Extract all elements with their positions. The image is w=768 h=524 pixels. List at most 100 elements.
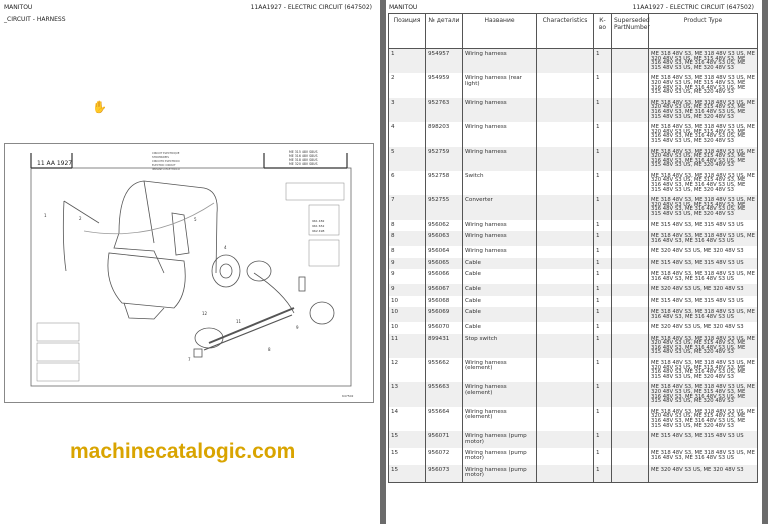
cell-name: Switch (462, 170, 537, 196)
cell-characteristics (536, 48, 594, 74)
cell-part-number: 956064 (425, 246, 463, 258)
cell-product-type: ME 318 48V S3, ME 318 48V S3 US, ME 320 … (648, 48, 758, 74)
cell-characteristics (536, 97, 594, 123)
cell-part-number: 956072 (425, 447, 463, 465)
cell-position: 8 (388, 219, 426, 232)
cell-product-type: ME 318 48V S3, ME 318 48V S3 US, ME 320 … (648, 406, 758, 432)
cell-position: 3 (388, 97, 426, 123)
col-quantity: К-во (593, 13, 612, 49)
cell-name: Wiring harness (462, 97, 537, 123)
diagram-code: 11 AA 1927 (37, 160, 72, 167)
cell-name: Cable (462, 322, 537, 334)
cell-quantity: 1 (593, 464, 612, 483)
cell-quantity: 1 (593, 170, 612, 196)
cell-position: 2 (388, 73, 426, 98)
cell-product-type: ME 318 48V S3, ME 318 48V S3 US, ME 320 … (648, 382, 758, 407)
cell-superseded (611, 122, 649, 147)
circuit-name: STROMKREIS (152, 155, 169, 159)
cell-superseded (611, 269, 649, 285)
cell-characteristics (536, 447, 594, 465)
cell-name: Wiring harness (element) (462, 406, 537, 432)
cell-quantity: 1 (593, 195, 612, 220)
cell-quantity: 1 (593, 382, 612, 407)
callout: 9 (296, 325, 299, 330)
part-ref: 961 652 (312, 224, 324, 228)
cell-characteristics (536, 333, 594, 358)
cell-part-number: 956069 (425, 307, 463, 323)
cell-part-number: 955663 (425, 382, 463, 407)
cell-name: Wiring harness (pump motor) (462, 431, 537, 448)
cell-superseded (611, 358, 649, 383)
cell-part-number: 952759 (425, 146, 463, 171)
model-label: ME 316 48V S8US (289, 154, 318, 158)
cell-product-type: ME 318 48V S3, ME 318 48V S3 US, ME 320 … (648, 97, 758, 123)
cell-position: 9 (388, 257, 426, 270)
cell-part-number: 956067 (425, 284, 463, 296)
cell-quantity: 1 (593, 146, 612, 171)
cell-product-type: ME 318 48V S3, ME 318 48V S3 US, ME 320 … (648, 73, 758, 98)
col-name: Название (462, 13, 537, 49)
cell-quantity: 1 (593, 295, 612, 308)
cell-quantity: 1 (593, 333, 612, 358)
cell-quantity: 1 (593, 246, 612, 258)
left-page: MANITOU 11AA1927 - ELECTRIC CIRCUIT (647… (0, 0, 380, 524)
cell-name: Cable (462, 307, 537, 323)
cell-quantity: 1 (593, 284, 612, 296)
col-product-type: Product Type (648, 13, 758, 49)
cell-characteristics (536, 257, 594, 270)
cell-product-type: ME 318 48V S3, ME 318 48V S3 US, ME 320 … (648, 333, 758, 358)
cell-position: 15 (388, 464, 426, 483)
page-divider (380, 0, 386, 524)
cell-superseded (611, 231, 649, 247)
cell-superseded (611, 406, 649, 432)
cell-name: Wiring harness (462, 122, 537, 147)
cell-characteristics (536, 307, 594, 323)
cell-quantity: 1 (593, 431, 612, 448)
cell-product-type: ME 318 48V S3, ME 318 48V S3 US, ME 320 … (648, 122, 758, 147)
cell-product-type: ME 320 48V S3 US, ME 320 48V S3 (648, 284, 758, 296)
callout: 1 (44, 213, 47, 218)
cell-quantity: 1 (593, 447, 612, 465)
cell-name: Cable (462, 284, 537, 296)
cell-position: 10 (388, 295, 426, 308)
part-ref: 962 498 (312, 229, 324, 233)
cell-name: Stop switch (462, 333, 537, 358)
model-label: ME 320 48V S8US (289, 162, 318, 166)
parts-diagram[interactable]: 11 AA 1927 CIRCUIT ELECTRIQUE STROMKREIS… (4, 143, 374, 403)
scrollbar[interactable] (762, 0, 768, 524)
cell-superseded (611, 333, 649, 358)
cell-name: Wiring harness (element) (462, 382, 537, 407)
callout: 8 (268, 347, 271, 352)
cell-name: Cable (462, 295, 537, 308)
cell-quantity: 1 (593, 257, 612, 270)
parts-table: Позиция № детали Название Characteristic… (388, 13, 758, 483)
cell-characteristics (536, 406, 594, 432)
cell-product-type: ME 315 48V S3, ME 315 48V S3 US (648, 431, 758, 448)
drawing-number: 647502 (342, 394, 354, 398)
section-subtitle: _CIRCUIT - HARNESS (4, 16, 66, 23)
cell-superseded (611, 257, 649, 270)
